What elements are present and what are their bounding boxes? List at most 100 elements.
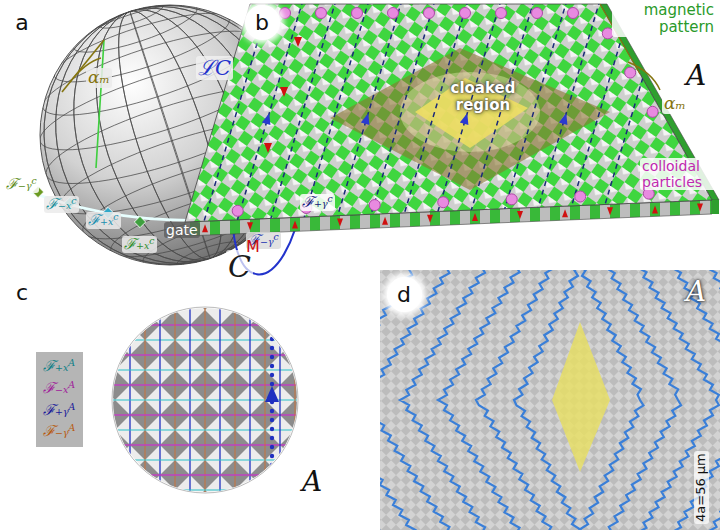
magnetization-arrow bbox=[337, 219, 343, 227]
grid-line bbox=[105, 520, 305, 521]
grid-line bbox=[265, 300, 266, 500]
trajectory-line bbox=[430, 0, 502, 240]
trajectory-dot bbox=[270, 427, 274, 431]
trajectory-dot bbox=[270, 418, 274, 422]
grid-line bbox=[325, 300, 326, 500]
particle-trajectory bbox=[476, 270, 681, 530]
colloidal-particle bbox=[424, 8, 435, 19]
state-label: ℱ₊ₓᶜ bbox=[86, 212, 121, 229]
micrograph-illustration bbox=[552, 322, 610, 472]
trajectory-dot bbox=[270, 382, 274, 386]
region-label: cloaked region bbox=[440, 80, 526, 115]
state-label: ℱ₊ₓᶜ bbox=[122, 236, 157, 253]
scale-label: 4a=56 μm bbox=[694, 451, 709, 524]
magnetization-arrow bbox=[202, 224, 208, 232]
trajectory-dot bbox=[270, 310, 274, 314]
micrograph-illustration bbox=[380, 270, 720, 530]
pattern-label: magnetic pattern bbox=[612, 2, 716, 37]
micrograph-illustration bbox=[380, 270, 720, 530]
grid-line bbox=[279, 300, 280, 500]
colloidal-particle bbox=[496, 8, 507, 19]
trajectory-dot bbox=[270, 472, 274, 476]
space-label: A bbox=[684, 60, 708, 92]
colloidal-particle bbox=[438, 197, 449, 208]
colloidal-particle bbox=[568, 8, 579, 19]
colloidal-particle bbox=[388, 8, 399, 19]
trajectory-dot bbox=[270, 373, 274, 377]
motion-arrow bbox=[559, 112, 571, 125]
magnetization-label: M bbox=[244, 238, 262, 256]
grid-line bbox=[105, 430, 305, 431]
micrograph-illustration bbox=[286, 0, 720, 530]
colloidal-particle bbox=[369, 200, 380, 211]
panel-letter-text: c bbox=[16, 280, 28, 305]
lattice-disc-illustration bbox=[105, 300, 325, 520]
trajectory-line bbox=[463, 0, 535, 240]
trajectory-dot bbox=[270, 436, 274, 440]
lattice-disc-illustration bbox=[105, 300, 325, 520]
magnetic-slab-illustration bbox=[199, 0, 667, 240]
legend-entry: ℱ₊ᵧᴬ bbox=[43, 400, 76, 422]
magnetization-arrow bbox=[607, 207, 613, 215]
magnetization-arrow bbox=[294, 37, 302, 47]
space-label: A bbox=[684, 276, 708, 308]
grid-line bbox=[105, 474, 305, 475]
trajectory-line bbox=[265, 0, 337, 240]
trajectory-dot bbox=[270, 445, 274, 449]
sphere-parallel bbox=[48, 0, 235, 95]
trajectory-dot bbox=[270, 355, 274, 359]
state-label: ℱ₋ₓᶜ bbox=[44, 196, 79, 213]
legend-entry: ℱ₋ᵧᴬ bbox=[43, 421, 76, 443]
micrograph-illustration bbox=[380, 270, 720, 530]
trajectory-line bbox=[331, 0, 403, 240]
panel-letter: d bbox=[387, 277, 422, 312]
magnetization-arrow bbox=[247, 222, 253, 230]
trajectory-line bbox=[397, 0, 469, 240]
legend-box: ℱ₊ₓᴬℱ₋ₓᴬℱ₊ᵧᴬℱ₋ᵧᴬ bbox=[36, 352, 83, 447]
grid-line bbox=[295, 300, 296, 500]
grid-line bbox=[219, 300, 220, 500]
grid-line bbox=[105, 460, 305, 461]
magnetic-slab-illustration bbox=[400, 72, 540, 152]
magnetic-slab-illustration bbox=[202, 8, 703, 233]
trajectory-dot bbox=[270, 319, 274, 323]
trajectory-line bbox=[232, 0, 304, 240]
motion-arrow bbox=[265, 386, 279, 402]
trajectory-dot bbox=[270, 328, 274, 332]
magnetization-arrow bbox=[517, 211, 523, 219]
sphere-parallel bbox=[97, 0, 166, 33]
trajectory-dot bbox=[270, 454, 274, 458]
trajectory-line bbox=[496, 0, 568, 240]
legend-entry: ℱ₊ₓᴬ bbox=[43, 356, 76, 378]
trajectory-line bbox=[364, 0, 436, 240]
trajectory-line bbox=[298, 0, 370, 240]
particle-trajectory bbox=[380, 270, 720, 530]
panel-letter: c bbox=[5, 275, 40, 310]
trajectory-dot bbox=[270, 481, 274, 485]
magnetic-slab-illustration bbox=[330, 48, 610, 190]
sphere-parallel bbox=[69, 0, 201, 62]
gate-label: gate bbox=[164, 222, 200, 238]
state-label: ℱ₊ᵧᶜ bbox=[300, 194, 335, 211]
colloidal-particle bbox=[316, 8, 327, 19]
trajectory-dot bbox=[270, 346, 274, 350]
magnetization-arrow bbox=[264, 143, 272, 153]
colloidal-particle bbox=[280, 8, 291, 19]
colloidal-particle bbox=[506, 194, 517, 205]
grid-line bbox=[105, 414, 305, 415]
panel-letter-text: a bbox=[15, 10, 28, 35]
legend-entry: ℱ₋ₓᴬ bbox=[43, 378, 76, 400]
angle-label: αₘ bbox=[662, 94, 688, 114]
grid-line bbox=[235, 300, 236, 500]
lattice-disc-illustration bbox=[105, 300, 325, 520]
colloidal-particle bbox=[232, 205, 243, 216]
motion-arrow bbox=[361, 112, 373, 125]
magnetization-arrow bbox=[382, 217, 388, 225]
trajectory-dot bbox=[270, 337, 274, 341]
magnetic-slab-illustration bbox=[199, 0, 667, 240]
panel-letter-text: b bbox=[255, 10, 269, 35]
trajectory-dot bbox=[270, 463, 274, 467]
panel-letter: a bbox=[5, 5, 40, 40]
